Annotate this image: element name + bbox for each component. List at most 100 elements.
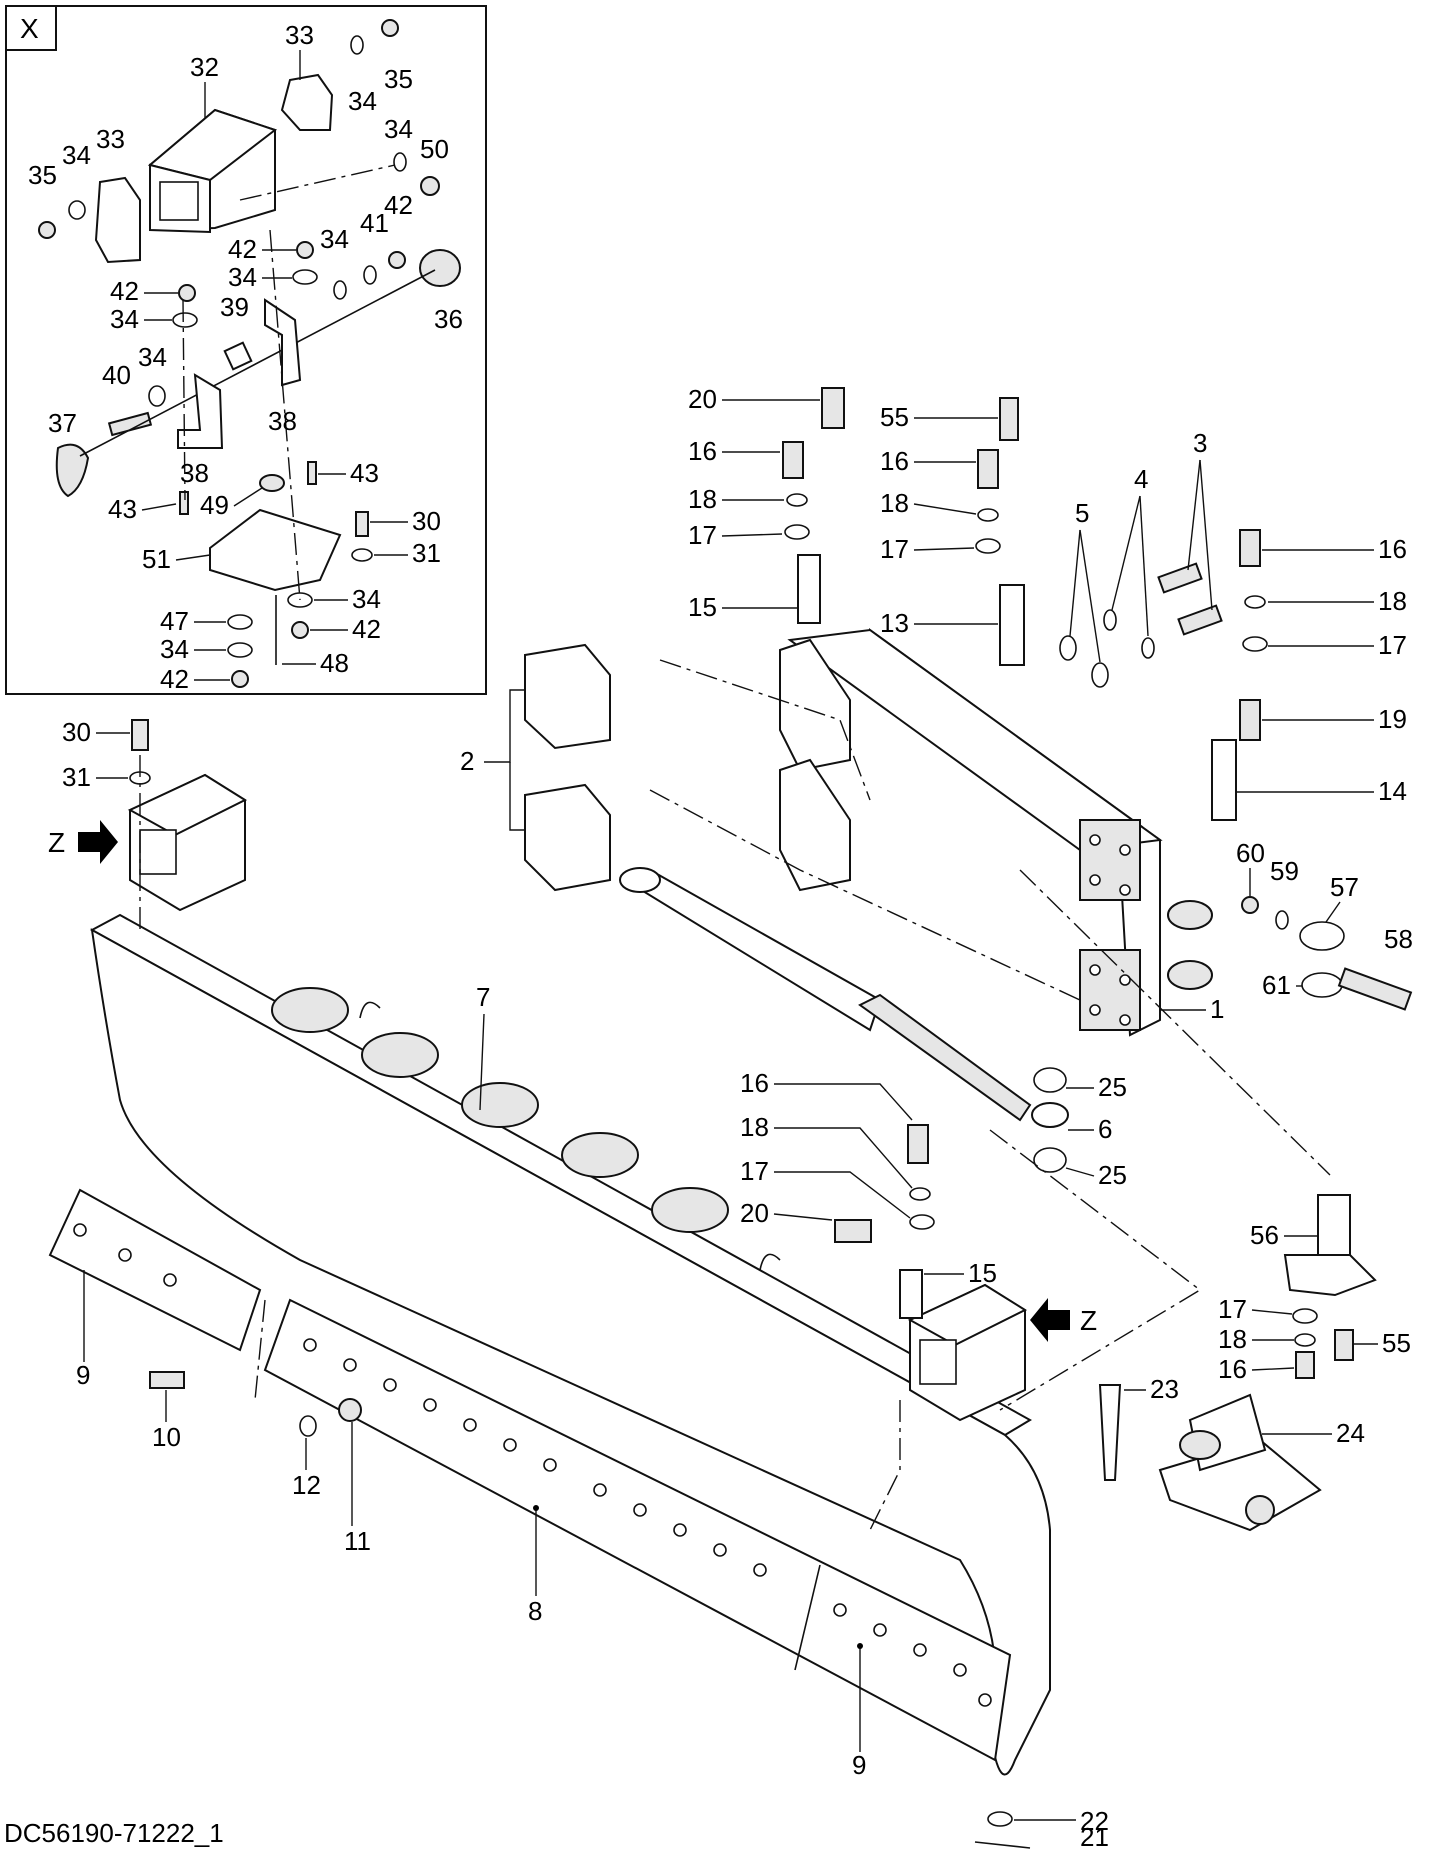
bolt-16 (977, 449, 999, 489)
leader (1251, 1309, 1293, 1315)
view-arrow-z (78, 820, 118, 864)
washer-61 (1301, 972, 1343, 998)
callout-38: 38 (268, 406, 297, 436)
callout-55: 55 (880, 402, 909, 432)
washer-34 (393, 152, 407, 172)
stud-43 (179, 491, 189, 515)
callout-41: 41 (360, 208, 389, 238)
cover-box-right (907, 1283, 1028, 1422)
bolt-3 (1157, 562, 1203, 594)
base-plate-51 (209, 508, 342, 592)
bolt-16 (782, 441, 804, 479)
leader (509, 762, 525, 831)
callout-1: 1 (1210, 994, 1224, 1024)
callout-34: 34 (62, 140, 91, 170)
leader (773, 1213, 833, 1221)
bushing-25 (1033, 1067, 1067, 1093)
callout-30: 30 (412, 506, 441, 536)
cover-box-left (127, 773, 248, 912)
callout-34: 34 (348, 86, 377, 116)
axis (989, 1129, 1202, 1411)
bolt-30 (131, 719, 149, 751)
callout-61: 61 (1262, 970, 1291, 1000)
bushing-57 (1299, 921, 1345, 951)
axis (869, 1400, 901, 1531)
ring-18 (909, 1187, 931, 1201)
callout-34: 34 (320, 224, 349, 254)
callout-17: 17 (688, 520, 717, 550)
callout-3: 3 (1193, 428, 1207, 458)
pin-13 (999, 584, 1025, 666)
callout-16: 16 (1218, 1354, 1247, 1384)
callout-42: 42 (160, 664, 189, 694)
leader (1111, 495, 1141, 611)
bracket-38 (177, 373, 224, 449)
callout-39: 39 (220, 292, 249, 322)
bolt-16 (1295, 1351, 1315, 1379)
bolt-35 (381, 19, 399, 37)
bolt-10 (149, 1371, 185, 1389)
leader (1199, 459, 1213, 611)
bracket-2-lower (524, 783, 611, 892)
bolt-58 (1337, 967, 1413, 1011)
callout-6: 6 (1098, 1114, 1112, 1144)
callout-33: 33 (285, 20, 314, 50)
callout-18: 18 (688, 484, 717, 514)
callout-17: 17 (740, 1156, 769, 1186)
bolt-50 (420, 176, 440, 196)
callout-15: 15 (968, 1258, 997, 1288)
callout-16: 16 (880, 446, 909, 476)
axis (254, 1299, 266, 1401)
ring-18 (786, 493, 808, 507)
bracket-2-upper (524, 643, 611, 750)
callout-56: 56 (1250, 1220, 1279, 1250)
callout-21-visible: 21 (1080, 1822, 1109, 1851)
nut-42 (231, 670, 249, 688)
callout-9: 9 (76, 1360, 90, 1390)
callout-17: 17 (1378, 630, 1407, 660)
main-assembly: Z (48, 387, 1413, 1849)
callout-55: 55 (1382, 1328, 1411, 1358)
bolt-16 (1239, 529, 1261, 567)
leader (233, 487, 263, 507)
callout-40: 40 (102, 360, 131, 390)
nut-11 (338, 1398, 362, 1422)
nut-60 (1241, 896, 1259, 914)
leader (1065, 1167, 1095, 1177)
leader (774, 1171, 911, 1219)
callout-20: 20 (740, 1198, 769, 1228)
washer-31 (351, 548, 373, 562)
grease-fitting-55 (999, 397, 1019, 441)
callout-30: 30 (62, 717, 91, 747)
callout-34: 34 (160, 634, 189, 664)
callout-36: 36 (434, 304, 463, 334)
callout-31: 31 (412, 538, 441, 568)
leader (1069, 529, 1081, 637)
grease-fitting-19 (1239, 699, 1261, 741)
lock-assembly-24 (1158, 1393, 1322, 1532)
callout-42: 42 (228, 234, 257, 264)
nut-42 (388, 251, 406, 269)
pin-15 (899, 1269, 923, 1319)
ring-18 (977, 508, 999, 522)
callout-34: 34 (138, 342, 167, 372)
pin-23 (1098, 1384, 1122, 1481)
ring-18 (1244, 595, 1266, 609)
callout-9: 9 (852, 1750, 866, 1780)
bracket-38 (264, 298, 302, 387)
bolt-3 (1177, 604, 1223, 636)
callout-12: 12 (292, 1470, 321, 1500)
detail-frame (5, 5, 487, 695)
washer-17 (909, 1214, 935, 1230)
callout-8: 8 (528, 1596, 542, 1626)
callout-16: 16 (688, 436, 717, 466)
ring-4 (1103, 609, 1117, 631)
axis (649, 789, 1081, 1001)
callout-2: 2 (460, 746, 474, 776)
callout-16: 16 (1378, 534, 1407, 564)
view-arrow-z-label: Z (1080, 1305, 1097, 1336)
leader (175, 554, 211, 561)
callout-13: 13 (880, 608, 909, 638)
washer-41 (363, 265, 377, 285)
